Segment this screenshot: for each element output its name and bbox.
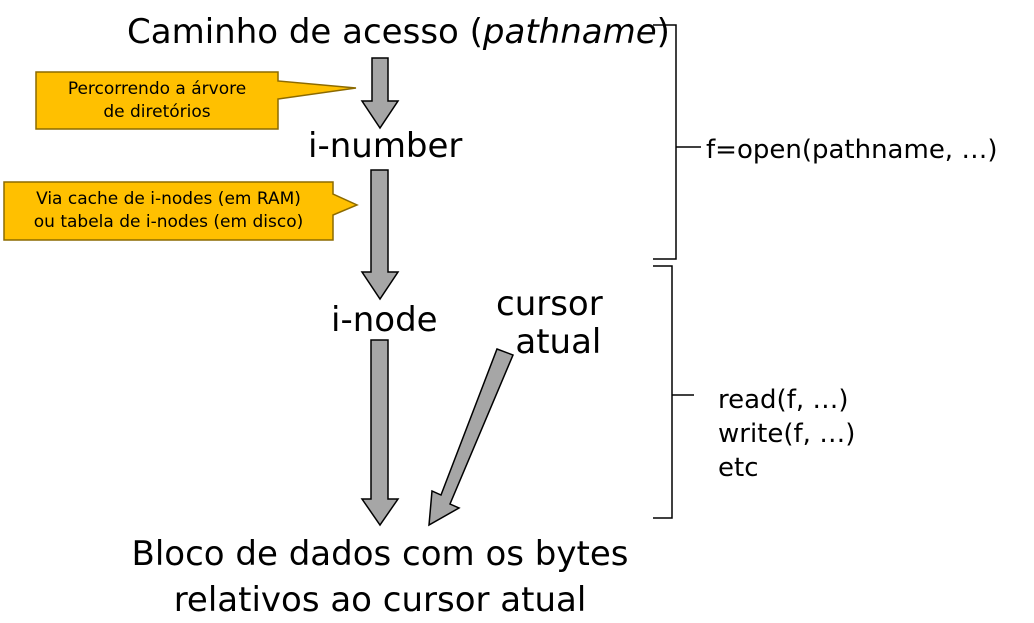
callout-tree-shape [35, 71, 357, 130]
etc-call: etc [718, 453, 759, 483]
arrow-cursor-to-block [428, 348, 514, 527]
pathname-label: Caminho de acesso (pathname) [127, 15, 670, 49]
arrow-inode-to-block [360, 339, 400, 527]
inumber-label: i-number [308, 126, 463, 166]
cursor-line1: cursor [496, 284, 603, 324]
block-line2: relativos ao cursor atual [173, 580, 587, 620]
bracket-readwrite [653, 265, 673, 519]
pathname-italic: pathname [482, 12, 657, 52]
write-call: write(f, …) [718, 419, 856, 449]
readwrite-calls: read(f, …) write(f, …) etc [718, 383, 855, 485]
callout-cache: Via cache de i-nodes (em RAM) ou tabela … [4, 188, 333, 234]
callout-tree-line1: Percorrendo a árvore [67, 79, 247, 99]
cursor-line2: atual [515, 322, 602, 362]
arrow-inumber-to-inode [360, 169, 400, 301]
callout-tree-line2: de diretórios [103, 102, 211, 122]
open-call: f=open(pathname, …) [706, 135, 998, 165]
callout-cache-line1: Via cache de i-nodes (em RAM) [36, 189, 301, 209]
read-call: read(f, …) [718, 385, 849, 415]
arrow-pathname-to-inumber [360, 57, 400, 130]
pathname-suffix: ) [656, 12, 670, 52]
inode-label: i-node [331, 300, 438, 340]
pathname-prefix: Caminho de acesso ( [127, 12, 483, 52]
block-label: Bloco de dados com os bytes relativos ao… [120, 531, 640, 623]
callout-cache-line2: ou tabela de i-nodes (em disco) [33, 212, 304, 232]
bracket-open [653, 24, 677, 260]
callout-tree: Percorrendo a árvore de diretórios [36, 78, 278, 124]
callout-cache-shape [3, 181, 359, 241]
block-line1: Bloco de dados com os bytes [131, 534, 629, 574]
cursor-label: cursor atual [496, 285, 603, 361]
